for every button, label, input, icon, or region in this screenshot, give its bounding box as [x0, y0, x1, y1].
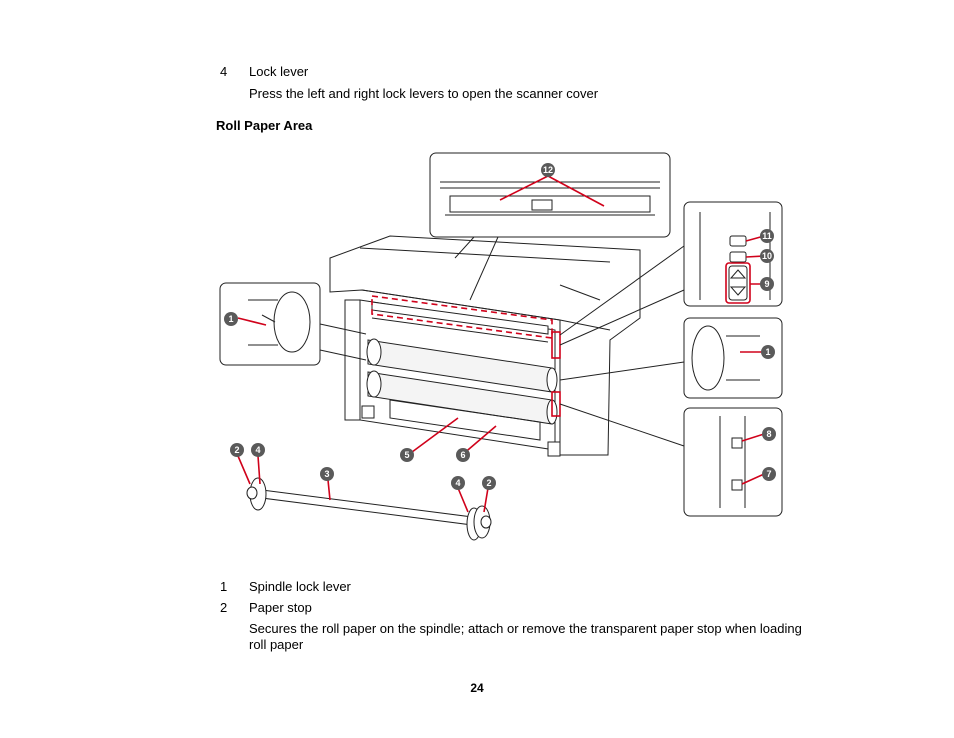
callout-6-label: 6 [460, 450, 465, 460]
page-number: 24 [470, 681, 484, 695]
callout-2-right-label: 2 [486, 478, 491, 488]
callout-8-label: 8 [766, 429, 771, 439]
callout-4-right-label: 4 [455, 478, 460, 488]
callout-11-label: 11 [762, 231, 772, 241]
item-2-label: Paper stop [249, 600, 312, 615]
item-2-description: Secures the roll paper on the spindle; a… [249, 621, 802, 652]
callout-5-label: 5 [404, 450, 409, 460]
callout-9-label: 9 [764, 279, 769, 289]
callout-10-label: 10 [762, 251, 772, 261]
item-4-description: Press the left and right lock levers to … [249, 86, 599, 101]
item-4-number: 4 [220, 64, 228, 79]
section-heading: Roll Paper Area [216, 118, 313, 133]
callout-7-label: 7 [766, 469, 771, 479]
item-1-number: 1 [220, 579, 228, 594]
callout-1-right-label: 1 [765, 347, 770, 357]
callout-4-left-label: 4 [255, 445, 260, 455]
callout-1-left-label: 1 [228, 314, 233, 324]
item-1-label: Spindle lock lever [249, 579, 351, 594]
callout-3-label: 3 [324, 469, 329, 479]
item-4-label: Lock lever [249, 64, 309, 79]
callout-12-label: 12 [543, 165, 553, 175]
callout-2-left-label: 2 [234, 445, 239, 455]
item-2-number: 2 [220, 600, 228, 615]
callout-badges: 12 1 11 10 9 1 8 7 2 4 3 5 6 4 2 [224, 163, 776, 490]
